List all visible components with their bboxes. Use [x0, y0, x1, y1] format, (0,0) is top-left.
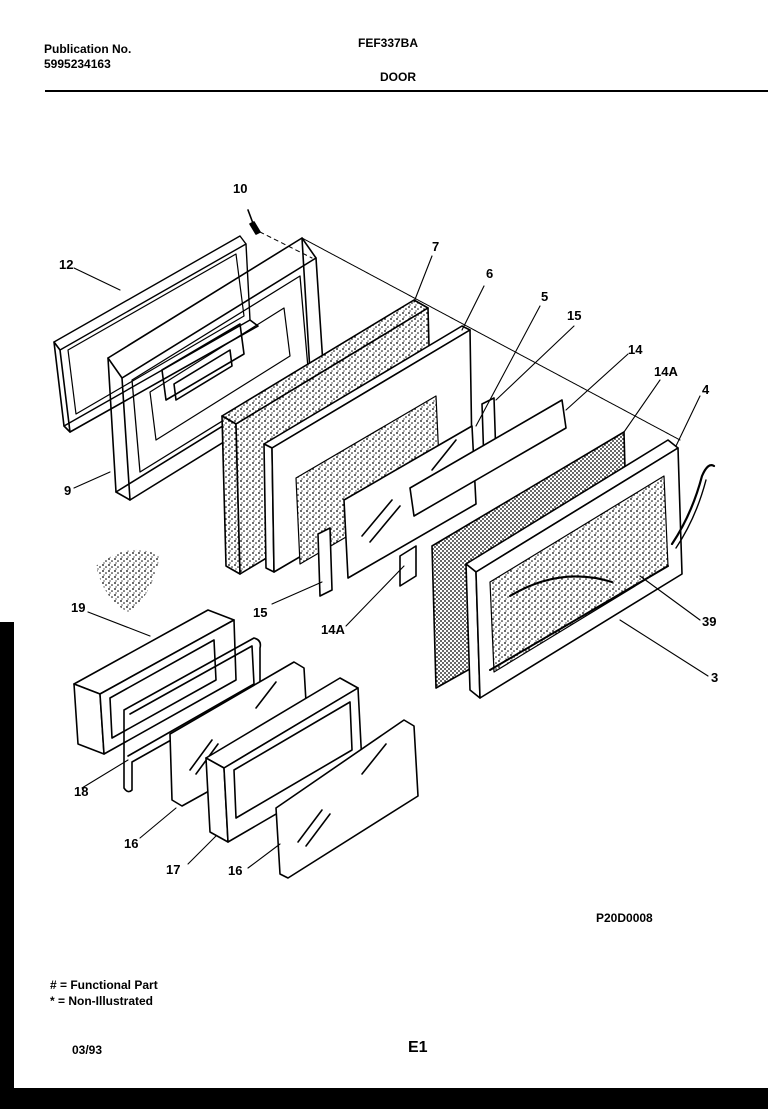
- footer-date: 03/93: [72, 1043, 103, 1057]
- part-label-14A-upper: 14A: [654, 364, 678, 379]
- part-label-19: 19: [71, 600, 86, 615]
- publication-number: 5995234163: [44, 57, 111, 71]
- part-label-39: 39: [702, 614, 717, 629]
- part-5-glass: [343, 425, 477, 579]
- scan-edge-bottom: [0, 1088, 768, 1109]
- leader-lines: [73, 255, 709, 869]
- part-16-glass-lower: [275, 719, 419, 879]
- part-label-17: 17: [166, 862, 181, 877]
- part-label-10: 10: [233, 181, 248, 196]
- scan-edge-left: [0, 622, 14, 1109]
- part-label-4: 4: [702, 382, 710, 397]
- part-19-frame: [73, 609, 237, 755]
- drawing-code: P20D0008: [596, 911, 653, 925]
- part-label-16-lower: 16: [228, 863, 243, 878]
- part-label-16-upper: 16: [124, 836, 139, 851]
- part-label-5: 5: [541, 289, 549, 304]
- part-39-handle: [670, 464, 716, 549]
- part-label-15-upper: 15: [567, 308, 582, 323]
- part-label-14A-lower: 14A: [321, 622, 345, 637]
- part-14A-strip: [399, 399, 567, 587]
- section-title: DOOR: [380, 70, 416, 84]
- legend-functional: # = Functional Part: [50, 978, 158, 992]
- part-label-3: 3: [711, 670, 719, 685]
- legend-non-illustrated: * = Non-Illustrated: [50, 994, 154, 1008]
- part-label-9: 9: [64, 483, 72, 498]
- part-label-15-lower: 15: [253, 605, 268, 620]
- part-label-12: 12: [59, 257, 74, 272]
- model-number: FEF337BA: [358, 36, 419, 50]
- part-17-channel: [205, 677, 363, 843]
- scan-smudge: [96, 549, 160, 612]
- part-label-7: 7: [432, 239, 440, 254]
- part-4-door-frame: [465, 439, 683, 699]
- part-label-18: 18: [74, 784, 89, 799]
- publication-label: Publication No.: [44, 42, 132, 56]
- footer-page: E1: [408, 1039, 428, 1056]
- part-label-14: 14: [628, 342, 643, 357]
- part-12-gasket: [53, 235, 259, 433]
- part-label-6: 6: [486, 266, 494, 281]
- header-rule: [45, 90, 768, 92]
